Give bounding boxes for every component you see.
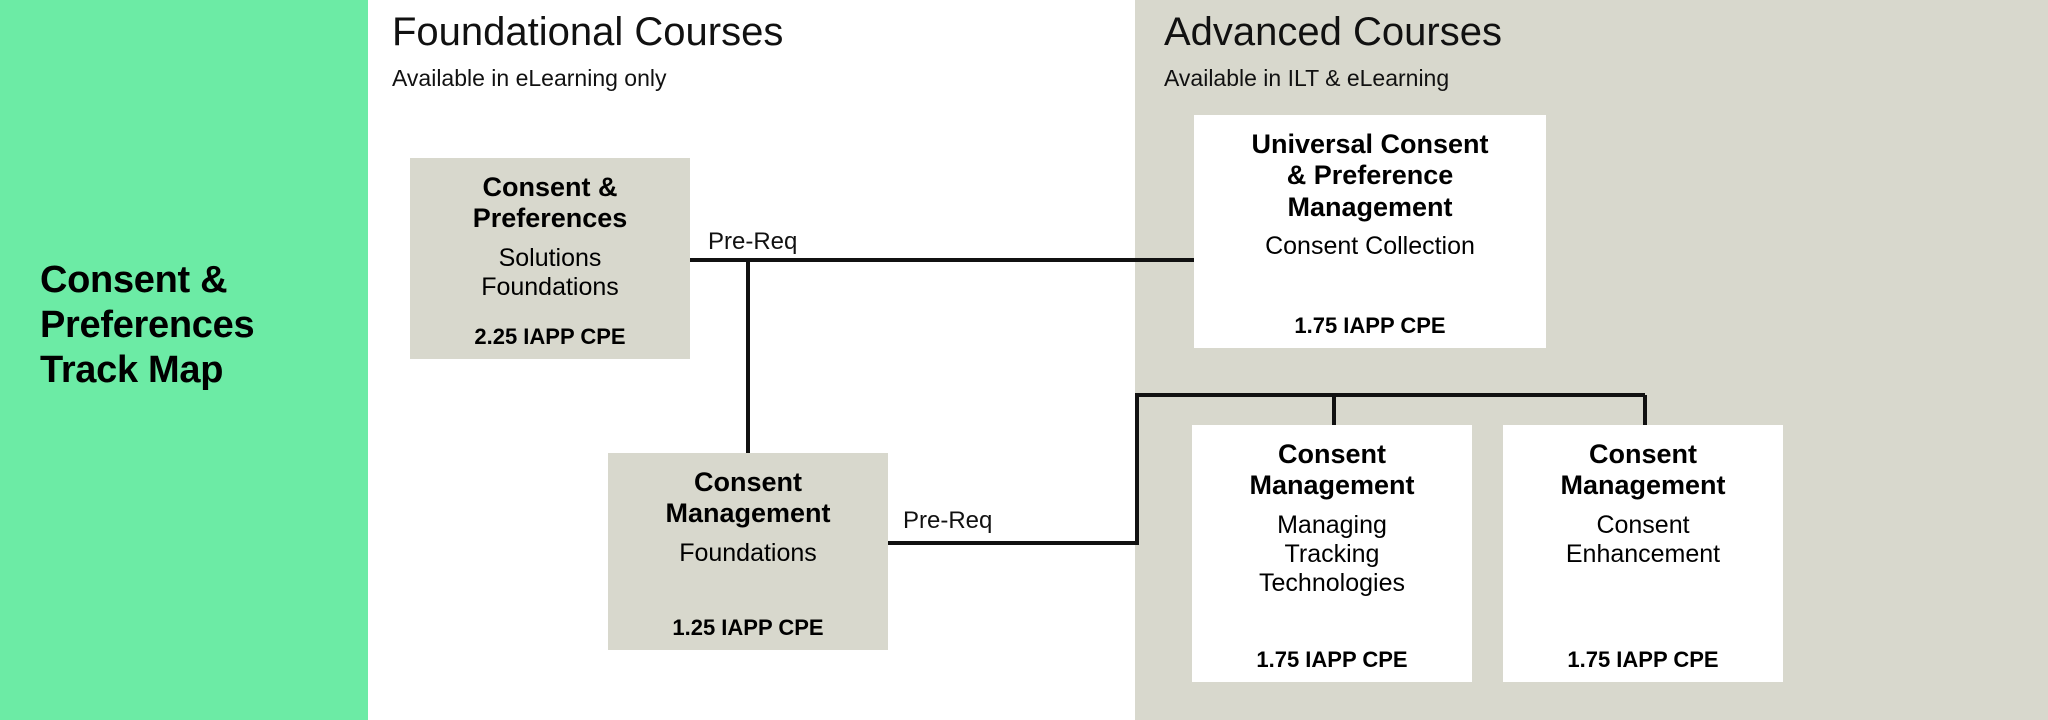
course-title: Universal Consent & Preference Managemen… xyxy=(1251,129,1489,222)
course-box-consent-management-foundations[interactable]: Consent Management Foundations 1.25 IAPP… xyxy=(608,453,888,650)
title-panel: Consent & Preferences Track Map xyxy=(0,0,368,720)
course-cpe-credits: 1.75 IAPP CPE xyxy=(1294,312,1446,338)
course-subtitle: Consent Enhancement xyxy=(1565,510,1721,568)
track-map-title: Consent & Preferences Track Map xyxy=(40,259,255,391)
course-box-universal-consent-preference-management[interactable]: Universal Consent & Preference Managemen… xyxy=(1194,115,1546,348)
course-cpe-credits: 1.75 IAPP CPE xyxy=(1256,646,1408,672)
edge-label-prereq-2: Pre-Req xyxy=(903,507,993,534)
course-title: Consent & Preferences xyxy=(472,172,628,234)
course-cpe-credits: 1.25 IAPP CPE xyxy=(672,614,824,640)
course-cpe-credits: 2.25 IAPP CPE xyxy=(474,323,626,349)
course-box-consent-management-consent-enhancement[interactable]: Consent Management Consent Enhancement 1… xyxy=(1503,425,1783,682)
column-header-advanced: Advanced Courses Available in ILT & eLea… xyxy=(1164,12,1502,90)
course-box-consent-management-managing-tracking-technologies[interactable]: Consent Management Managing Tracking Tec… xyxy=(1192,425,1472,682)
wire-cm-to-advanced-bus xyxy=(888,393,1645,545)
course-box-consent-preferences-solutions-foundations[interactable]: Consent & Preferences Solutions Foundati… xyxy=(410,158,690,359)
course-title: Consent Management xyxy=(1249,439,1415,501)
course-cpe-credits: 1.75 IAPP CPE xyxy=(1567,646,1719,672)
course-subtitle: Foundations xyxy=(679,538,817,567)
course-subtitle: Solutions Foundations xyxy=(481,243,619,301)
course-subtitle: Managing Tracking Technologies xyxy=(1259,510,1405,597)
edge-label-prereq-1: Pre-Req xyxy=(708,228,798,255)
column-subtitle-foundational: Available in eLearning only xyxy=(392,65,667,91)
column-header-foundational: Foundational Courses Available in eLearn… xyxy=(392,12,783,90)
column-subtitle-advanced: Available in ILT & eLearning xyxy=(1164,65,1450,91)
column-title-foundational: Foundational Courses xyxy=(392,10,784,54)
course-title: Consent Management xyxy=(665,467,831,529)
course-subtitle: Consent Collection xyxy=(1265,231,1475,260)
course-title: Consent Management xyxy=(1560,439,1726,501)
column-title-advanced: Advanced Courses xyxy=(1164,10,1502,54)
